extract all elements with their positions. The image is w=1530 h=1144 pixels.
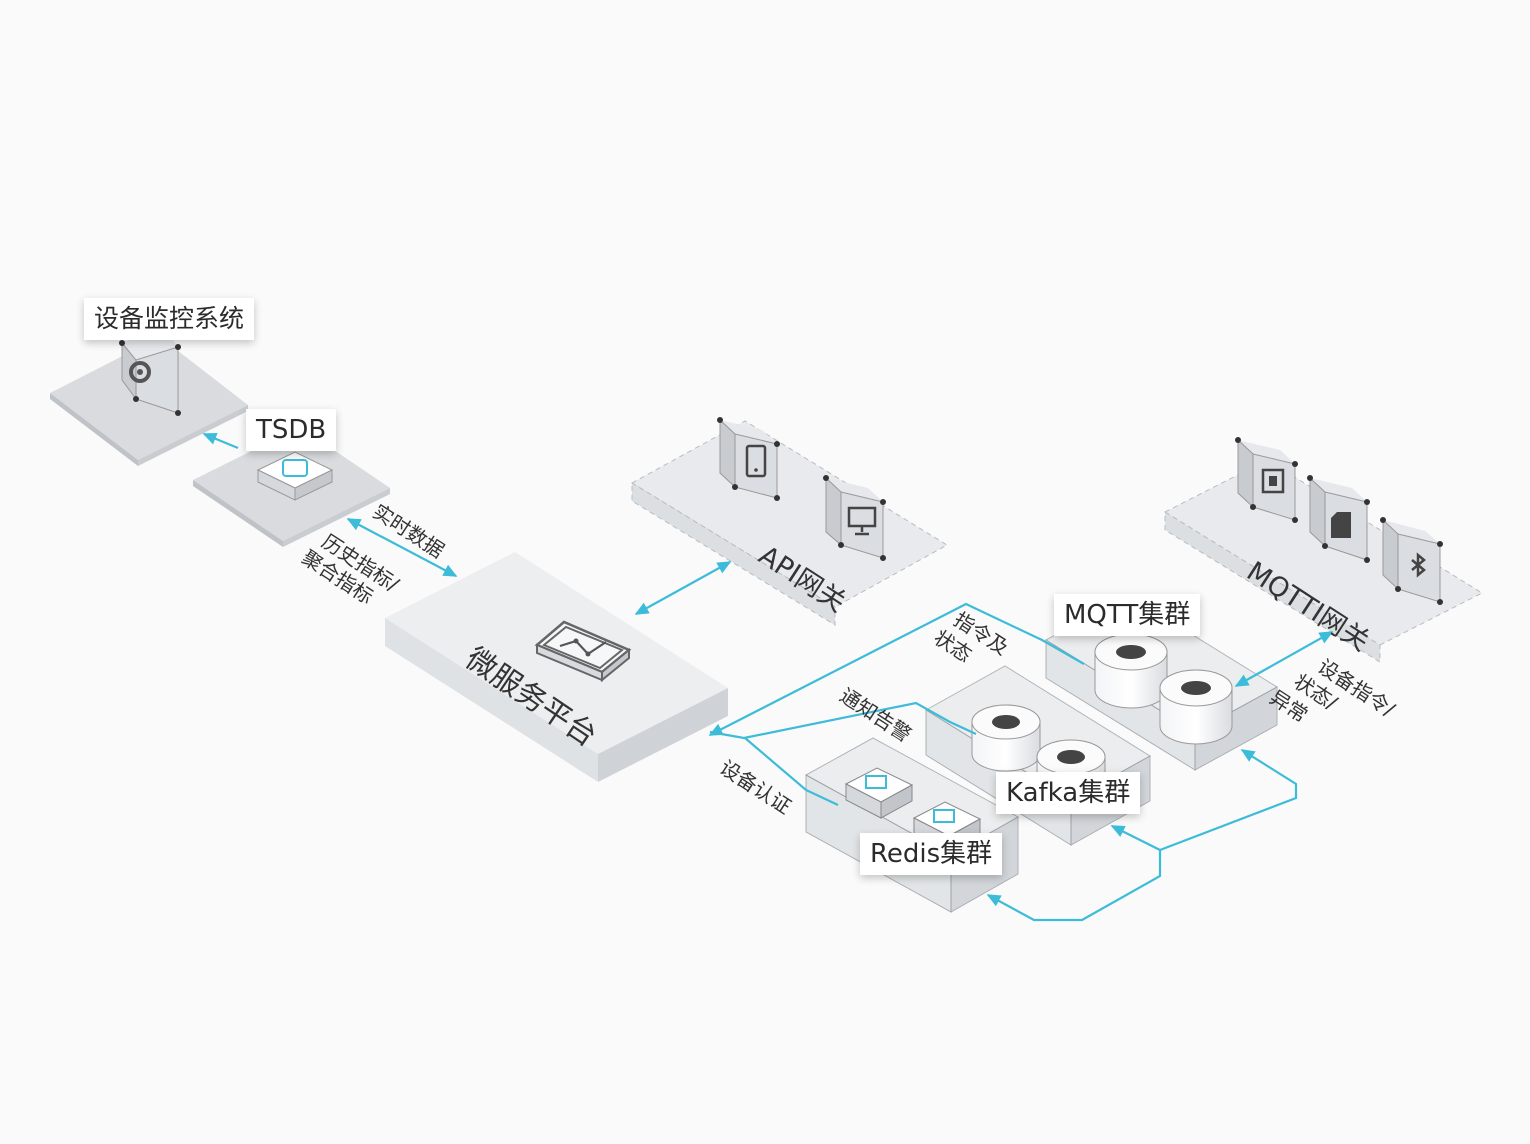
chart-monitor-icon [534, 620, 632, 683]
arrow-redis-auth [744, 737, 839, 806]
arrow-loop-kafka [986, 850, 1162, 922]
arrow-loop-mqtt [1159, 749, 1298, 852]
camera-icon [119, 327, 181, 416]
mqtt-cluster-label: MQTT集群 [1054, 594, 1201, 636]
redis-cluster-label: Redis集群 [860, 833, 1003, 875]
kafka-cluster-label: Kafka集群 [996, 772, 1141, 814]
connection-arrows [202, 432, 1334, 922]
cpu-icon [1235, 437, 1298, 523]
monitor-label: 设备监控系统 [84, 298, 255, 340]
bluetooth-icon [1380, 517, 1443, 605]
tsdb-label: TSDB [246, 409, 337, 451]
tsdb-chip-icon [256, 451, 334, 501]
mqtt-gateway-platform [1163, 459, 1484, 663]
tablet-icon [717, 417, 780, 501]
monitor-icon [823, 475, 886, 561]
arrow-tsdb-to-monitor [202, 432, 239, 450]
sd-card-icon [1307, 475, 1370, 563]
api-gateway-platform [631, 420, 948, 626]
arrow-tsdb-microservice [346, 518, 458, 577]
arrow-mqttgateway-mqtt [1234, 631, 1334, 687]
mqtt-database-icon [1094, 633, 1233, 745]
arrow-microservice-api [634, 561, 732, 615]
microservice-platform [385, 552, 728, 782]
arrow-kafka-notify [709, 701, 977, 740]
arrow-loop-kafka2 [1110, 825, 1161, 851]
arrow-mqtt-commands [708, 602, 1085, 736]
